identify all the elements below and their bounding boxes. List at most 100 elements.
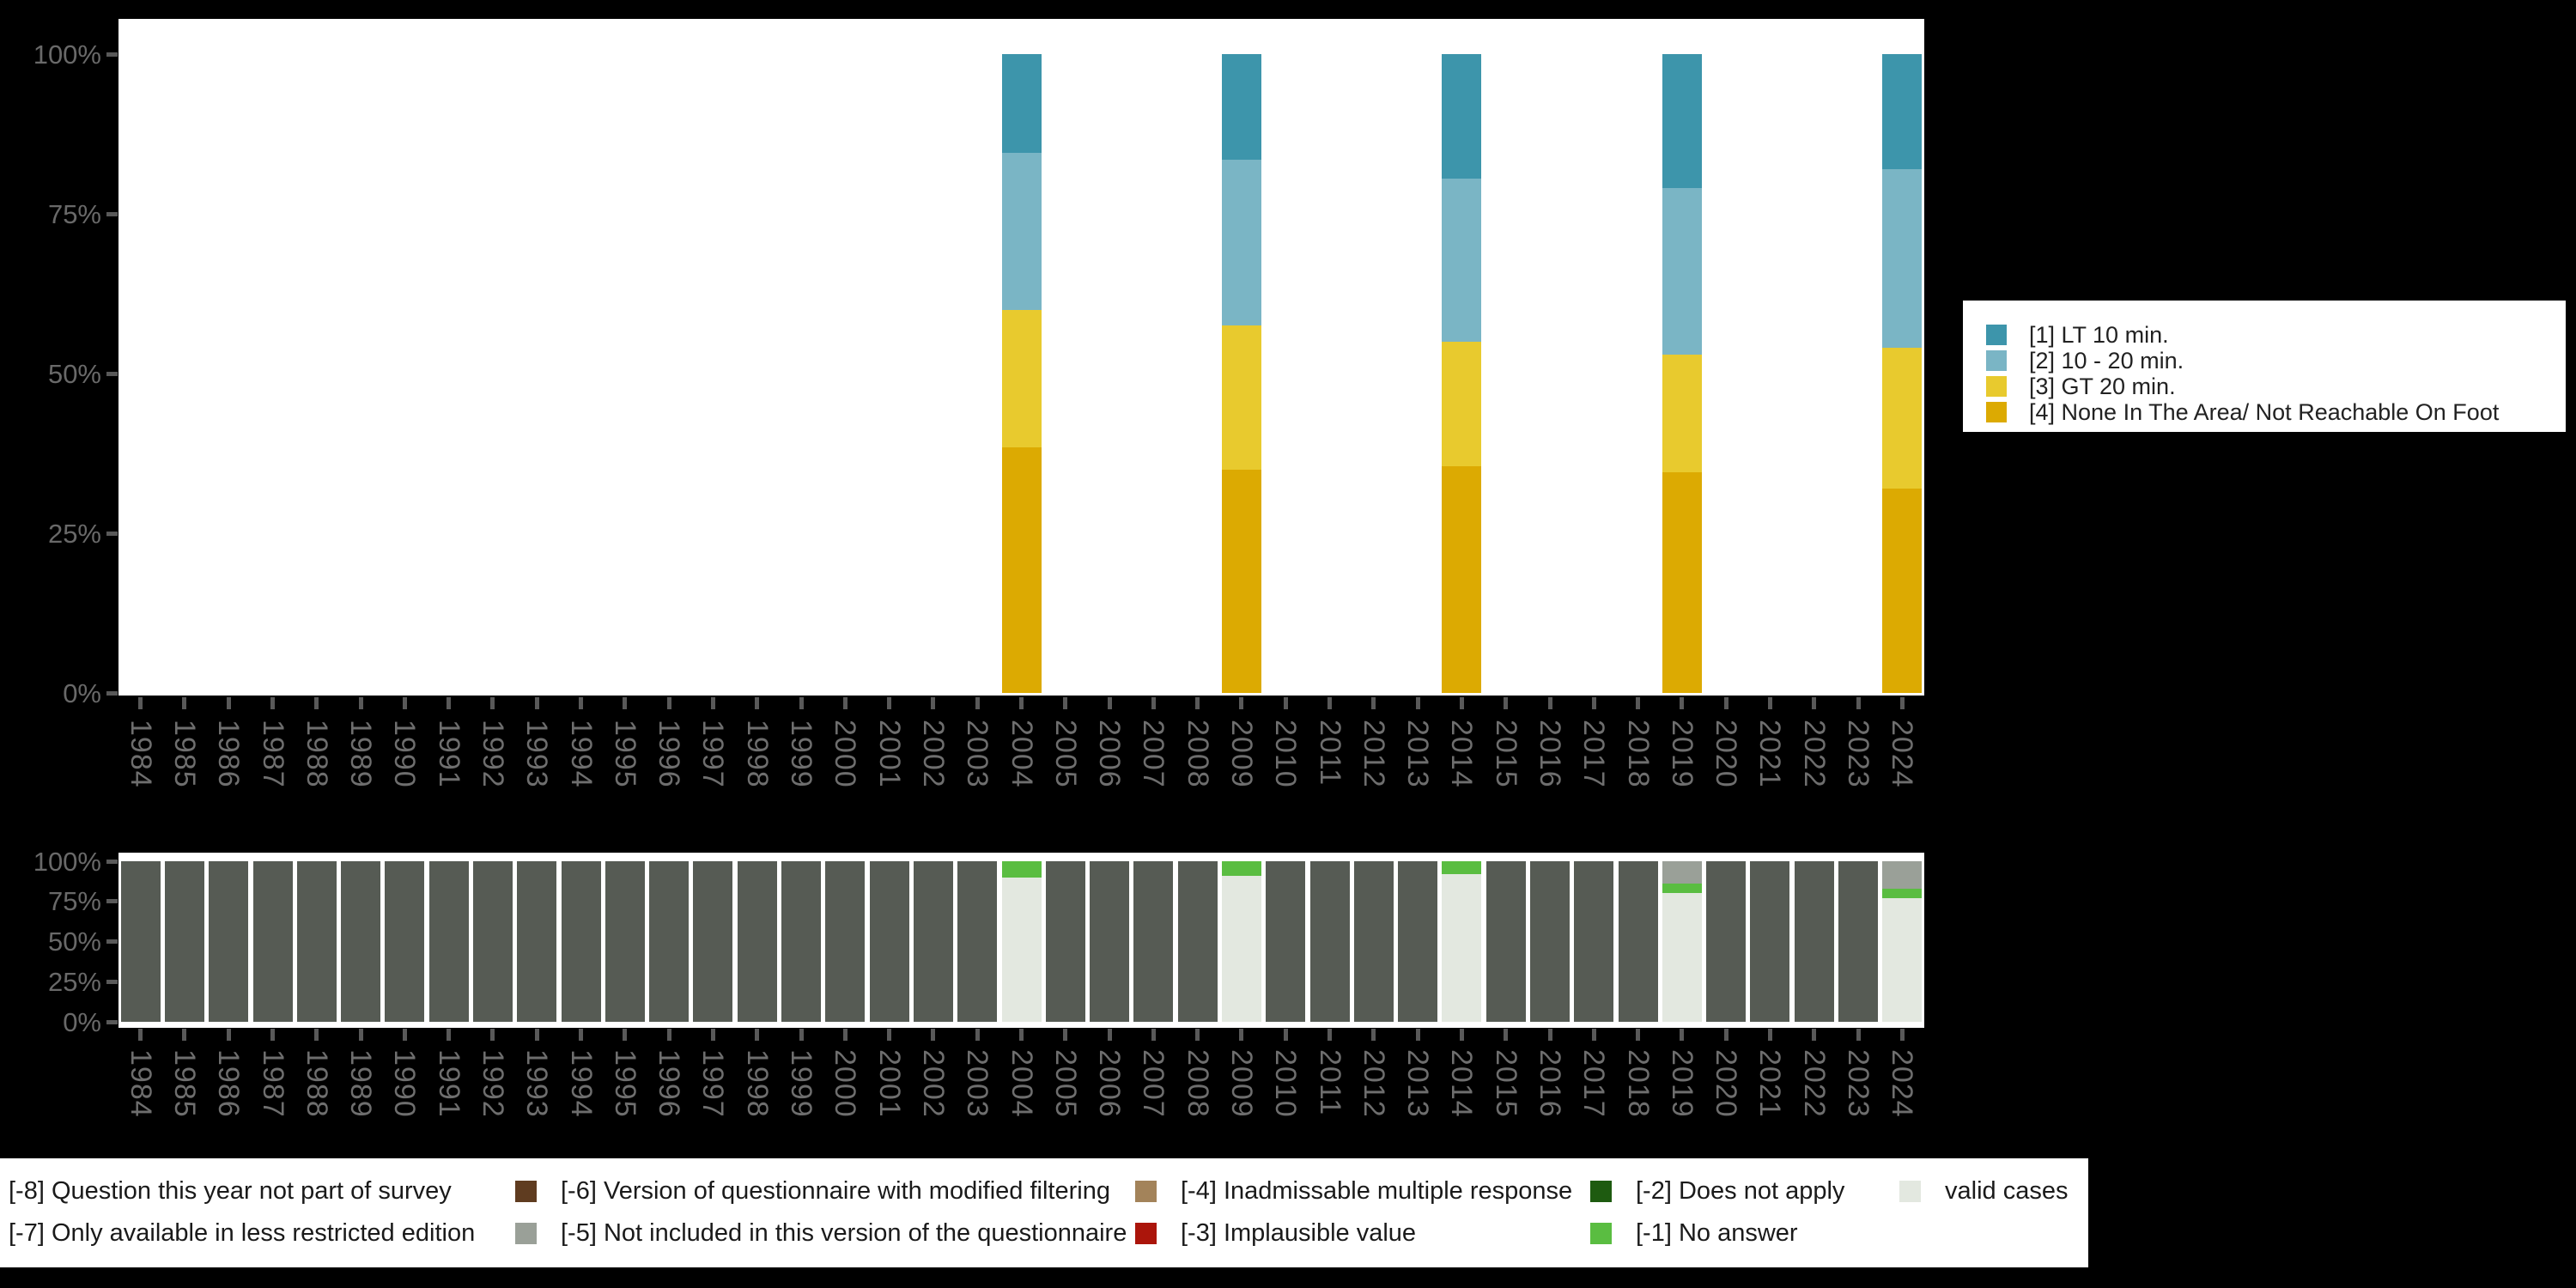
- x-axis-year-label: 2003: [961, 720, 994, 788]
- legend-item-label: [4] None In The Area/ Not Reachable On F…: [2029, 398, 2500, 425]
- bar-segment: [781, 861, 822, 1022]
- x-axis-tick: [1767, 1029, 1772, 1041]
- bar-segment: [1882, 488, 1923, 693]
- bar-segment: [1309, 861, 1350, 1022]
- x-axis-tick: [1415, 697, 1420, 709]
- legend-item-label: [2] 10 - 20 min.: [2029, 347, 2184, 374]
- x-axis-year-label: 2008: [1181, 720, 1214, 788]
- x-axis-tick: [1019, 697, 1024, 709]
- legend-item-label: [1] LT 10 min.: [2029, 321, 2169, 348]
- missing-legend-label: [-1] No answer: [1636, 1219, 1798, 1247]
- x-axis-year-label: 2013: [1401, 720, 1435, 788]
- bar-segment: [957, 861, 998, 1022]
- x-axis-year-label: 2004: [1005, 720, 1038, 788]
- x-axis-year-label: 2024: [1886, 720, 1919, 788]
- x-axis-year-label: 1984: [124, 720, 157, 788]
- y-axis-tick: [106, 531, 118, 536]
- x-axis-year-label: 2007: [1137, 1049, 1170, 1118]
- x-axis-tick: [402, 1029, 407, 1041]
- x-axis-tick: [1327, 697, 1333, 709]
- bar-segment: [561, 861, 601, 1022]
- x-axis-tick: [447, 697, 452, 709]
- y-axis-tick: [106, 52, 118, 57]
- legend-swatch: [1986, 325, 2007, 345]
- x-axis-year-label: 1995: [608, 1049, 641, 1118]
- x-axis-year-label: 1991: [432, 720, 465, 788]
- stacked-bar-2021: [1750, 861, 1790, 1022]
- stacked-bar-2009: [1221, 861, 1261, 1022]
- bar-segment: [1750, 861, 1790, 1022]
- bar-segment: [1442, 873, 1482, 1022]
- bar-segment: [1001, 877, 1042, 1022]
- bar-segment: [1662, 472, 1702, 693]
- x-axis-year-label: 2002: [916, 720, 950, 788]
- x-axis-tick: [1371, 1029, 1376, 1041]
- bar-segment: [472, 861, 513, 1022]
- bar-segment: [1882, 168, 1923, 349]
- stacked-bar-2016: [1530, 861, 1570, 1022]
- stacked-bar-2022: [1794, 861, 1834, 1022]
- stacked-bar-2015: [1485, 861, 1526, 1022]
- x-axis-year-label: 1999: [785, 720, 818, 788]
- y-axis-label: 50%: [47, 358, 101, 389]
- missing-legend-swatch: [515, 1181, 537, 1202]
- x-axis-year-label: 2018: [1621, 720, 1655, 788]
- x-axis-year-label: 2019: [1665, 1049, 1698, 1118]
- bar-segment: [1442, 54, 1482, 179]
- stacked-bar-2019: [1662, 861, 1702, 1022]
- bar-segment: [1045, 861, 1085, 1022]
- x-axis-year-label: 2022: [1797, 1049, 1831, 1118]
- x-axis-tick: [1195, 697, 1200, 709]
- stacked-bar-2002: [913, 861, 953, 1022]
- x-axis-year-label: 1987: [256, 720, 289, 788]
- missing-legend-label: [-5] Not included in this version of the…: [561, 1219, 1127, 1247]
- x-axis-tick: [1019, 1029, 1024, 1041]
- missing-legend-label: [-2] Does not apply: [1636, 1177, 1845, 1205]
- x-axis-tick: [1459, 697, 1464, 709]
- bar-segment: [1662, 188, 1702, 355]
- x-axis-tick: [799, 1029, 804, 1041]
- x-axis-tick: [1812, 1029, 1817, 1041]
- bar-segment: [1882, 888, 1923, 898]
- x-axis-year-label: 2020: [1710, 1049, 1743, 1118]
- x-axis-year-label: 2004: [1005, 1049, 1038, 1118]
- x-axis-tick: [1459, 1029, 1464, 1041]
- missing-legend-swatch: [1590, 1223, 1612, 1244]
- x-axis-year-label: 2012: [1357, 1049, 1390, 1118]
- legend-swatch: [1986, 376, 2007, 397]
- bar-segment: [1001, 54, 1042, 154]
- x-axis-year-label: 1991: [432, 1049, 465, 1118]
- y-axis-label: 25%: [47, 966, 101, 997]
- stacked-bar-2020: [1706, 861, 1747, 1022]
- x-axis-tick: [1063, 1029, 1068, 1041]
- stacked-bar-1984: [120, 861, 161, 1022]
- stacked-bar-2004: [1001, 54, 1042, 693]
- bar-segment: [649, 861, 690, 1022]
- bar-segment: [869, 861, 909, 1022]
- bar-segment: [1662, 861, 1702, 884]
- legend-item-label: [3] GT 20 min.: [2029, 373, 2176, 399]
- bar-segment: [1001, 861, 1042, 878]
- x-axis-tick: [182, 697, 187, 709]
- x-axis-year-label: 2007: [1137, 720, 1170, 788]
- missing-legend-swatch: [1899, 1181, 1921, 1202]
- stacked-bar-1985: [164, 861, 204, 1022]
- x-axis-year-label: 2016: [1534, 720, 1566, 788]
- x-axis-tick: [1767, 697, 1772, 709]
- bar-segment: [1266, 861, 1306, 1022]
- bar-segment: [1838, 861, 1879, 1022]
- stacked-bar-1998: [737, 861, 777, 1022]
- x-axis-year-label: 2021: [1753, 1049, 1787, 1118]
- bar-segment: [1398, 861, 1438, 1022]
- x-axis-year-label: 1988: [300, 1049, 333, 1118]
- x-axis-tick: [490, 697, 495, 709]
- x-axis-year-label: 1990: [388, 1049, 422, 1118]
- x-axis-year-label: 1989: [344, 720, 378, 788]
- x-axis-tick: [1680, 697, 1685, 709]
- missing-legend-swatch: [1135, 1223, 1157, 1244]
- bar-segment: [913, 861, 953, 1022]
- stacked-bar-2008: [1177, 861, 1218, 1022]
- x-axis-tick: [314, 1029, 319, 1041]
- x-axis-year-label: 1994: [564, 1049, 598, 1118]
